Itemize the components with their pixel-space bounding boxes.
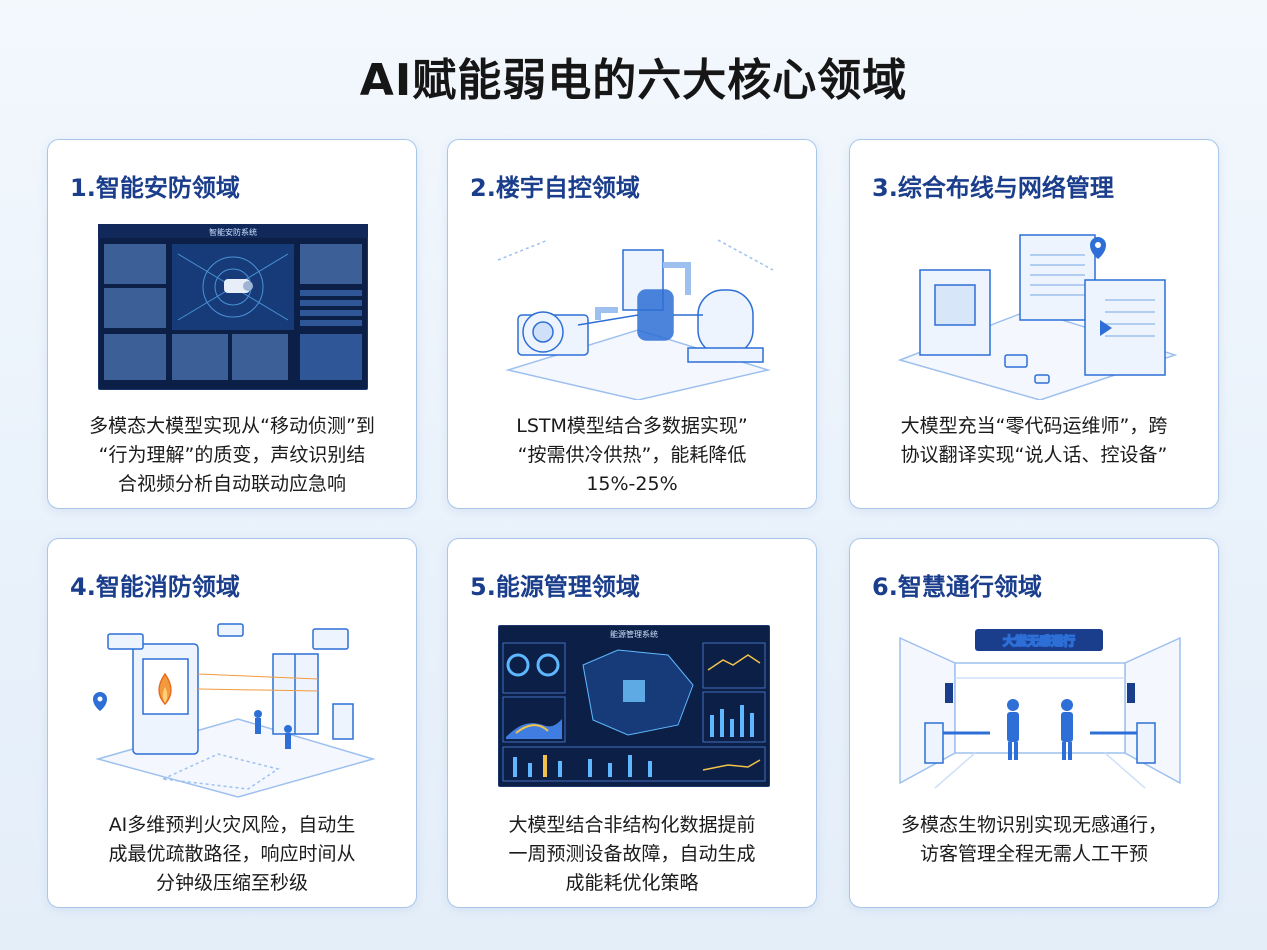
card-description: 大模型结合非结构化数据提前 一周预测设备故障，自动生成 成能耗优化策略 — [508, 814, 756, 894]
card-fire-protection[interactable]: 4.智能消防领域 AI多维预判火灾风险，自动生 成最优疏散路径，响应时间从 分钟… — [47, 538, 417, 908]
card-description: AI多维预判火灾风险，自动生 成最优疏散路径，响应时间从 分钟级压缩至秒级 — [108, 814, 356, 894]
card-description: 大模型充当“零代码运维师”，跨 协议翻译实现“说人话、控设备” — [900, 415, 1168, 466]
card-security[interactable]: 1.智能安防领域 智能安防系统 — [47, 139, 417, 509]
card-title: 1.智能安防领域 — [70, 174, 240, 202]
card-cabling-network[interactable]: 3.综合布线与网络管理 大模型充当“零代码运维师”，跨 协议翻译实现“说人话、控… — [849, 139, 1219, 509]
sign-text: 大堂无感通行 — [1003, 633, 1075, 648]
security-dashboard-screen: 智能安防系统 — [98, 224, 368, 390]
hvac-pump-illustration — [488, 220, 778, 400]
card-smart-access[interactable]: 6.智慧通行领域 大堂无感通行 多模态生物识别实现无感通行， 访客管理全程无需人… — [849, 538, 1219, 908]
card-title: 2.楼宇自控领域 — [470, 174, 640, 202]
fire-evacuation-illustration — [88, 619, 378, 799]
card-energy-management[interactable]: 5.能源管理领域 能源管理系统 大模型结合非结构化数据提前 一周预测设备故障，自… — [447, 538, 817, 908]
energy-dashboard-screen: 能源管理系统 — [498, 625, 770, 787]
card-title: 5.能源管理领域 — [470, 573, 640, 601]
screen-title: 能源管理系统 — [610, 629, 658, 639]
server-cabinets-illustration — [890, 220, 1180, 400]
card-title: 4.智能消防领域 — [70, 573, 240, 601]
card-description: LSTM模型结合多数据实现” “按需供冷供热”，能耗降低 15%-25% — [516, 415, 748, 495]
screen-title: 智能安防系统 — [209, 227, 257, 237]
page-title: AI赋能弱电的六大核心领域 — [359, 55, 908, 106]
card-description: 多模态生物识别实现无感通行， 访客管理全程无需人工干预 — [900, 814, 1167, 865]
card-description: 多模态大模型实现从“移动侦测”到 “行为理解”的质变，声纹识别结 合视频分析自动… — [89, 415, 375, 495]
card-title: 3.综合布线与网络管理 — [872, 174, 1114, 202]
card-title: 6.智慧通行领域 — [872, 573, 1042, 601]
card-building-automation[interactable]: 2.楼宇自控领域 LSTM模型结合多数据实现” “按需供冷供热”，能耗降低 15… — [447, 139, 817, 509]
lobby-gate-illustration: 大堂无感通行 — [895, 623, 1185, 793]
